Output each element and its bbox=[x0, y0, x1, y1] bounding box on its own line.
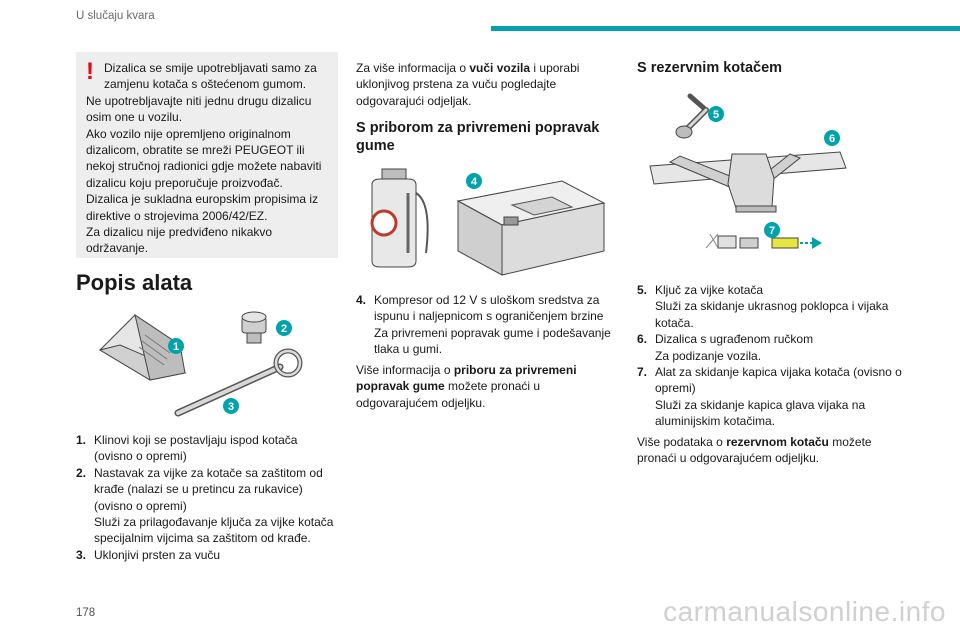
callout-badge-3 bbox=[223, 398, 239, 414]
list-item: 7. Alat za skidanje kapica vijaka kotača… bbox=[637, 364, 902, 430]
text-run: možete pronaći u odgovarajućem odjeljku. bbox=[356, 379, 541, 410]
text-run: Više podataka o bbox=[637, 435, 727, 449]
page-number: 178 bbox=[76, 607, 96, 619]
item-text: Klinovi koji se postavljaju ispod kotača… bbox=[94, 433, 298, 464]
compressor-drawing bbox=[456, 180, 606, 276]
text-run-bold: rezervnom kotaču bbox=[726, 435, 829, 449]
item-text: Dizalica s ugrađenom ručkom Za podizanje… bbox=[655, 331, 902, 364]
item-line: Kompresor od 12 V s uloškom sredstva za … bbox=[374, 293, 604, 324]
text-run-bold: vuči vozila bbox=[469, 61, 531, 75]
item-line: Ključ za vijke kotača bbox=[655, 283, 764, 297]
list-item: 5. Ključ za vijke kotača Služi za skidan… bbox=[637, 282, 902, 331]
item-number: 6. bbox=[637, 332, 648, 347]
item-number: 3. bbox=[76, 547, 87, 562]
warning-line: Dizalica je sukladna europskim propisima… bbox=[86, 192, 319, 223]
warning-icon: ! bbox=[86, 58, 94, 85]
callout-badge-5 bbox=[708, 106, 724, 122]
list-item: 2. Nastavak za vijke za kotače sa zaštit… bbox=[76, 465, 338, 547]
sealant-bottle-drawing bbox=[370, 168, 429, 268]
list-item: 1. Klinovi koji se postavljaju ispod kot… bbox=[76, 432, 338, 465]
item-number: 1. bbox=[76, 433, 87, 447]
spare-wheel-reference: Više podataka o rezervnom kotaču možete … bbox=[637, 434, 902, 467]
text-run: možete pronaći u odgovarajućem odjeljku. bbox=[637, 435, 872, 466]
text-run: Više informacija o bbox=[356, 363, 454, 377]
repair-kit-list: 4. Kompresor od 12 V s uloškom sredstva … bbox=[356, 292, 618, 358]
tools-list: 1. Klinovi koji se postavljaju ispod kot… bbox=[76, 432, 338, 563]
item-number: 5. bbox=[637, 283, 648, 297]
callout-label-3: 3 bbox=[228, 401, 234, 413]
warning-line: Ako vozilo nije opremljeno originalnom d… bbox=[86, 126, 322, 190]
section-title-spare-wheel: S rezervnim kotačem bbox=[637, 60, 783, 76]
warning-line: Za dizalicu nije predviđeno nikakvo održ… bbox=[86, 225, 273, 256]
callout-badge-2 bbox=[276, 320, 292, 336]
item-line: Dizalica s ugrađenom ručkom bbox=[655, 332, 814, 347]
callout-label-6: 6 bbox=[829, 133, 835, 145]
list-item: 6. Dizalica s ugrađenom ručkom Za podiza… bbox=[637, 331, 902, 364]
item-text: Uklonjivi prsten za vuču bbox=[94, 547, 221, 562]
spare-wheel-list: 5. Ključ za vijke kotača Služi za skidan… bbox=[637, 282, 902, 430]
item-line: Za privremeni popravak gume i podešavanj… bbox=[374, 325, 611, 357]
callout-label-1: 1 bbox=[173, 341, 179, 353]
spare-wheel-tools-illustration: 5 6 7 bbox=[649, 93, 847, 249]
repair-kit-reference: Više informacija o priboru za privremeni… bbox=[356, 362, 618, 411]
section-title-repair-kit: S priborom za privremeni popravak gume bbox=[356, 120, 600, 154]
item-text: Nastavak za vijke za kotače sa zaštitom … bbox=[94, 465, 338, 547]
item-text: Kompresor od 12 V s uloškom sredstva za … bbox=[374, 292, 618, 358]
callout-badge-1 bbox=[168, 338, 184, 354]
callout-badge-6 bbox=[824, 130, 840, 146]
item-line: Za podizanje vozila. bbox=[655, 348, 762, 363]
towing-eye-drawing bbox=[174, 348, 303, 417]
callout-badge-4 bbox=[466, 173, 482, 189]
item-line: Služi za prilagođavanje ključa za vijke … bbox=[94, 515, 334, 546]
running-header: U slučaju kvara bbox=[76, 10, 155, 22]
text-run: Za više informacija o bbox=[356, 61, 470, 75]
callout-label-2: 2 bbox=[281, 323, 287, 335]
cap-removal-tool-drawing bbox=[705, 233, 822, 249]
item-line: Služi za skidanje ukrasnog poklopca i vi… bbox=[655, 299, 889, 330]
item-line: Služi za skidanje kapica glava vijaka na… bbox=[655, 397, 866, 429]
item-line: Alat za skidanje kapica vijaka kotača (o… bbox=[655, 365, 902, 396]
warning-line: Ne upotrebljavajte niti jednu drugu diza… bbox=[86, 93, 312, 125]
item-line: Nastavak za vijke za kotače sa zaštitom … bbox=[94, 465, 323, 513]
callout-label-4: 4 bbox=[471, 176, 478, 188]
list-item: 4. Kompresor od 12 V s uloškom sredstva … bbox=[356, 292, 618, 358]
callout-label-5: 5 bbox=[713, 109, 719, 121]
tools-illustration: 1 2 3 bbox=[98, 311, 303, 417]
repair-kit-illustration: 4 bbox=[370, 168, 606, 276]
item-number: 7. bbox=[637, 365, 648, 380]
jack-drawing bbox=[649, 151, 847, 213]
text-run: i uporabi uklonjivog prstena za vuču pog… bbox=[356, 61, 580, 108]
warning-box: ! Dizalica se smije upotrebljavati samo … bbox=[76, 52, 338, 258]
section-title-tools: Popis alata bbox=[76, 270, 193, 295]
item-number: 2. bbox=[76, 465, 87, 480]
anti-theft-socket-drawing bbox=[241, 311, 267, 344]
towing-reference: Za više informacija o vuči vozila i upor… bbox=[356, 60, 618, 109]
item-text: Alat za skidanje kapica vijaka kotača (o… bbox=[655, 364, 902, 430]
wheel-brace-drawing bbox=[675, 93, 709, 139]
wheel-chock-drawing bbox=[98, 313, 187, 381]
header-accent-bar bbox=[491, 26, 960, 31]
warning-line: Dizalica se smije upotrebljavati samo za… bbox=[104, 61, 317, 92]
watermark: carmanualsonline.info bbox=[663, 596, 946, 627]
text-run-bold: priboru za privremeni popravak gume bbox=[356, 363, 577, 394]
item-number: 4. bbox=[356, 293, 367, 307]
callout-label-7: 7 bbox=[769, 225, 775, 237]
list-item: 3. Uklonjivi prsten za vuču bbox=[76, 547, 338, 563]
item-text: Ključ za vijke kotača Služi za skidanje … bbox=[655, 282, 902, 331]
callout-badge-7 bbox=[764, 222, 780, 238]
